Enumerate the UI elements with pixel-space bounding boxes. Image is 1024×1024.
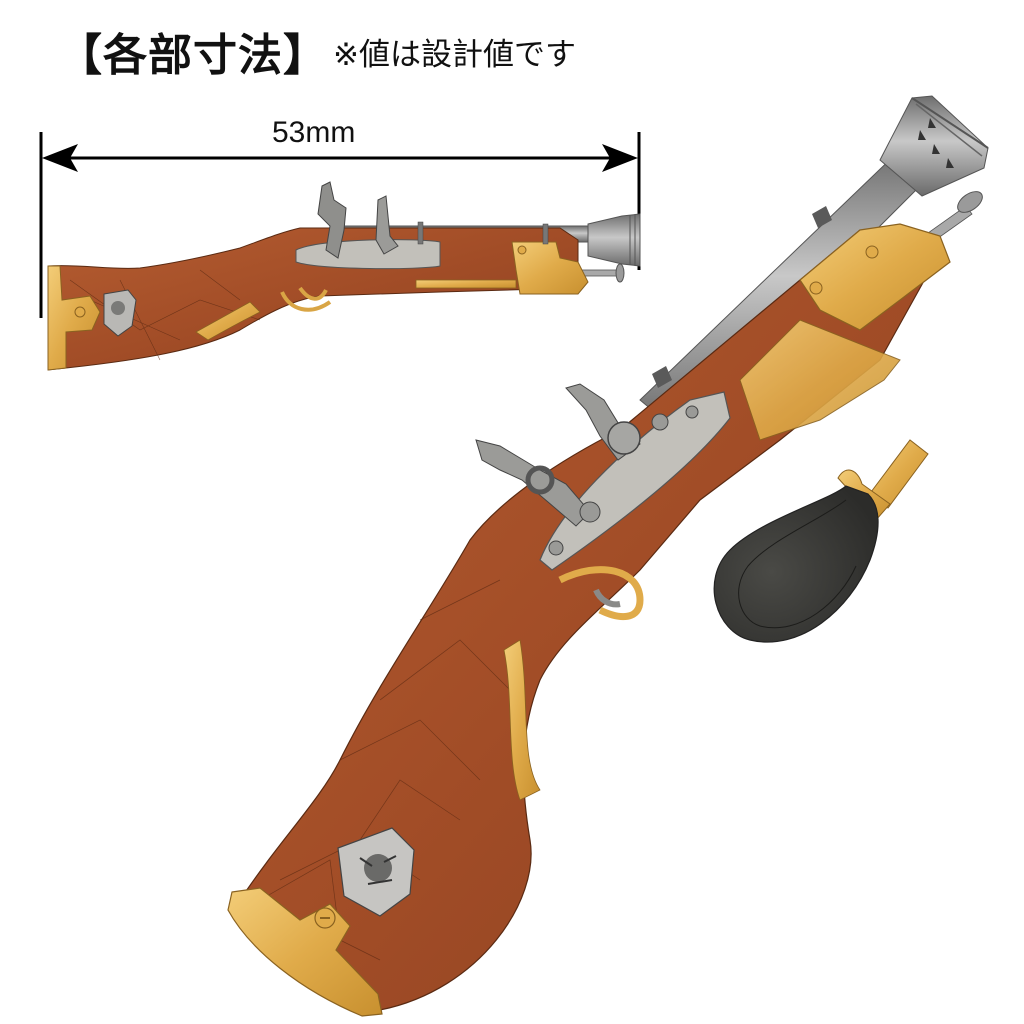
side-view-pistol bbox=[47, 181, 641, 371]
powder-flask bbox=[713, 439, 929, 643]
dimension-indicator bbox=[39, 132, 641, 318]
page-title: 【各部寸法】 bbox=[58, 30, 328, 81]
dimension-label: 53mm bbox=[272, 116, 356, 149]
angled-view-pistol bbox=[227, 95, 989, 1017]
design-value-note: ※値は設計値です bbox=[333, 37, 576, 73]
